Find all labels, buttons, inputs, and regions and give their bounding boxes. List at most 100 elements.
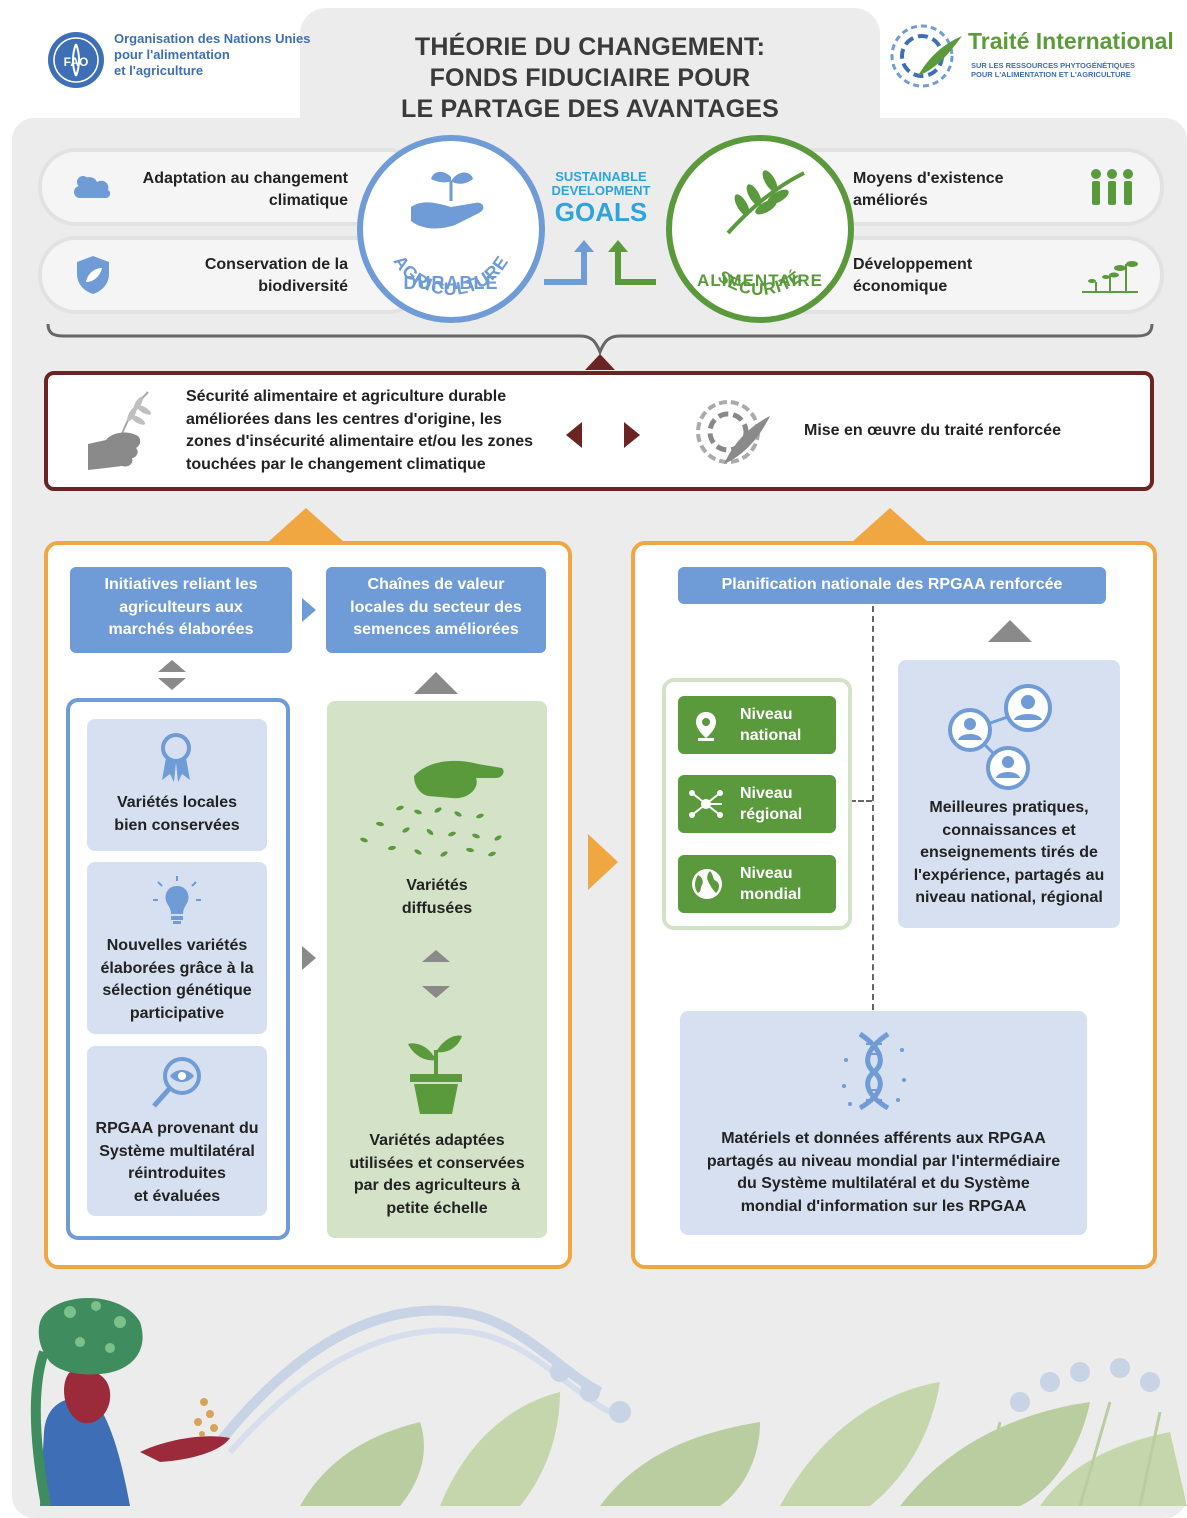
card2-line-1: Nouvelles variétés [106, 937, 248, 954]
impact-livelihoods-line-1: Moyens d'existence [853, 170, 1004, 187]
fao-line-1: Organisation des Nations Unies [114, 31, 311, 46]
practices-line-4: l'expérience, partagés au [913, 866, 1105, 884]
treaty-subtitle: SUR LES RESSOURCES PHYTOGÉNÉTIQUES POUR … [971, 61, 1135, 79]
outcome-food-security-text: Sécurité alimentaire et agriculture dura… [186, 386, 566, 476]
card3-line-4: et évaluées [133, 1187, 221, 1205]
head2-line-3: semences améliorées [353, 621, 519, 638]
outcome-treaty-text: Mise en œuvre du traité renforcée [804, 422, 1061, 439]
dashed-connector-horizontal [850, 800, 872, 802]
up-arrow-to-chains [414, 672, 458, 694]
column-arrow-right [302, 946, 316, 970]
title-tab-background [300, 8, 880, 148]
initiatives-markets-header: Initiatives reliant les agriculteurs aux… [70, 567, 292, 653]
impact-climate-line-1: Adaptation au changement [142, 170, 348, 187]
outcome-line-3: zones d'insécurité alimentaire et/ou les… [186, 433, 534, 450]
card2-line-4: participative [129, 1004, 225, 1022]
treaty-globe-leaf-icon [694, 392, 772, 470]
circle-right-line-2: ALIMENTAIRE [697, 271, 823, 290]
cloud-icon [70, 168, 112, 204]
shield-leaf-icon [74, 254, 112, 296]
card3-line-3: réintroduites [128, 1165, 226, 1182]
double-arrow-down-2 [422, 986, 450, 998]
outcome-line-1: Sécurité alimentaire et agriculture dura… [186, 388, 507, 405]
title-line-1: THÉORIE DU CHANGEMENT: [414, 33, 766, 61]
fao-line-2: pour l'alimentation [114, 47, 230, 62]
green2-line-3: par des agriculteurs à [353, 1177, 521, 1194]
seed-value-chains-header: Chaînes de valeur locales du secteur des… [326, 567, 546, 653]
treaty-sub-line-2: POUR L'ALIMENTATION ET L'AGRICULTURE [971, 70, 1131, 79]
head1-line-1: Initiatives reliant les [104, 576, 258, 593]
level-global-line-1: Niveau [740, 865, 793, 882]
sdg-line-2: DEVELOPMENT [551, 183, 651, 198]
green2-line-2: utilisées et conservées [349, 1154, 525, 1172]
outcome-line-2: améliorées dans les centres d'origine, l… [186, 410, 502, 428]
connected-people-icon [944, 684, 1064, 792]
level-global-line-2: mondial [740, 886, 802, 903]
materials-card [680, 1011, 1087, 1235]
card2-line-2: élaborées grâce à la [100, 959, 254, 977]
people-icon [1086, 168, 1138, 208]
green-diffused-text: Variétés diffusées [327, 875, 547, 920]
securite-alimentaire-circle: SÉCURITÉ ALIMENTAIRE [666, 135, 854, 323]
national-planning-header: Planification nationale des RPGAA renfor… [678, 567, 1106, 604]
title-line-2: FONDS FIDUCIAIRE POUR [429, 64, 751, 92]
sdg-logo: SUSTAINABLE DEVELOPMENT GOALS [545, 169, 657, 227]
level-global: Niveau mondial [678, 855, 836, 913]
outcomes-box [44, 371, 1154, 491]
practices-line-5: niveau national, régional [915, 889, 1103, 906]
panels-arrow-right [588, 834, 618, 890]
green2-line-1: Variétés adaptées [369, 1132, 505, 1149]
materials-line-3: du Système multilatéral et du Système [737, 1175, 1030, 1192]
level-national-line-2: national [740, 727, 802, 744]
sdg-line-1: SUSTAINABLE [555, 169, 647, 184]
fao-name: Organisation des Nations Unies pour l'al… [114, 31, 311, 79]
double-arrow-up-2 [422, 950, 450, 962]
impact-economic-line-1: Développement [853, 256, 973, 273]
location-pin-icon [696, 712, 716, 741]
up-arrow-to-planning [988, 620, 1032, 642]
card2-line-3: sélection génétique [102, 982, 252, 999]
impact-biodiversity-line-1: Conservation de la [204, 256, 348, 273]
ribbon-award-icon [156, 732, 196, 784]
double-arrow-up-1 [158, 660, 186, 672]
impact-climate-text: Adaptation au changement climatique [120, 168, 348, 212]
title-line-3: LE PARTAGE DES AVANTAGES [401, 95, 779, 123]
head2-line-1: Chaînes de valeur [367, 576, 505, 593]
practices-line-1: Meilleures pratiques, [929, 799, 1089, 816]
page-title: THÉORIE DU CHANGEMENT: FONDS FIDUCIAIRE … [330, 32, 850, 125]
level-national-line-1: Niveau [740, 706, 793, 723]
treaty-sub-line-1: SUR LES RESSOURCES PHYTOGÉNÉTIQUES [971, 61, 1136, 70]
materials-line-2: partagés au niveau mondial par l'intermé… [706, 1152, 1061, 1170]
materials-line-4: mondial d'information sur les RPGAA [740, 1197, 1027, 1215]
practices-line-2: connaissances et [942, 821, 1076, 839]
card-rpgaa-text: RPGAA provenant du Système multilatéral … [87, 1118, 267, 1208]
left-up-arrow [268, 508, 344, 542]
circle-left-line-2: DURABLE [403, 273, 499, 293]
sowing-hand-icon [352, 752, 520, 860]
head1-line-3: marchés élaborées [108, 621, 254, 638]
lightbulb-icon [152, 874, 202, 926]
magnifier-eye-icon [150, 1054, 204, 1110]
practices-line-3: enseignements tirés de [920, 844, 1098, 861]
dna-icon [836, 1030, 912, 1112]
treaty-logo-icon [888, 18, 968, 90]
green2-line-4: petite échelle [386, 1199, 488, 1217]
materials-text: Matériels et données afférents aux RPGAA… [680, 1128, 1087, 1218]
card1-line-2: bien conservées [114, 816, 240, 834]
impact-livelihoods-line-2: améliorés [853, 192, 928, 209]
green1-line-1: Variétés [406, 877, 468, 894]
card-local-varieties-text: Variétés locales bien conservées [87, 792, 267, 837]
best-practices-text: Meilleures pratiques, connaissances et e… [898, 797, 1120, 910]
head-arrow-right [302, 598, 316, 622]
double-arrow-down-1 [158, 678, 186, 690]
impact-biodiversity-text: Conservation de la biodiversité [120, 254, 348, 298]
potted-plant-icon [404, 1030, 468, 1116]
impact-economic-text: Développement économique [853, 254, 1063, 298]
bottom-illustration [0, 1282, 1187, 1507]
globe-icon [692, 869, 722, 899]
sdg-arrows-icon [540, 236, 660, 288]
card3-line-2: Système multilatéral [99, 1142, 255, 1160]
growing-plants-icon [1080, 254, 1140, 296]
right-up-arrow [852, 508, 928, 542]
svg-text:FAO: FAO [64, 55, 89, 69]
